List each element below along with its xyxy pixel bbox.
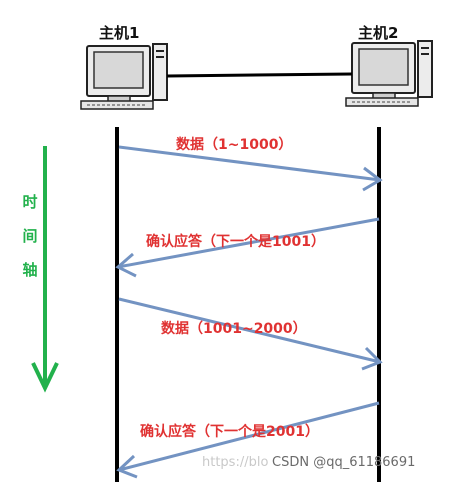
host2-label: 主机2 <box>358 24 399 42</box>
time-axis-arrow <box>31 146 59 393</box>
computer-icon-host2 <box>345 40 433 107</box>
host1-label: 主机1 <box>99 24 140 42</box>
message-arrow-ack-1 <box>115 217 380 278</box>
time-axis-char: 时 <box>22 193 38 211</box>
message-label-data-2: 数据（1001~2000） <box>161 321 307 337</box>
message-label-ack-2: 确认应答（下一个是2001） <box>140 424 319 440</box>
watermark-author: CSDN @qq_61186691 <box>272 455 416 470</box>
time-axis-char: 轴 <box>22 261 38 279</box>
watermark-url: https://blo <box>202 455 269 470</box>
computer-icon-host1 <box>80 43 168 110</box>
message-label-ack-1: 确认应答（下一个是1001） <box>146 234 325 250</box>
time-axis-char: 间 <box>22 227 38 245</box>
message-label-data-1: 数据（1~1000） <box>176 137 293 153</box>
time-axis-label: 时 间 轴 <box>20 185 40 287</box>
message-arrow-data-1 <box>118 145 383 192</box>
message-arrow-ack-2 <box>116 401 380 479</box>
network-link <box>166 72 353 78</box>
message-arrow-data-2 <box>118 297 383 371</box>
